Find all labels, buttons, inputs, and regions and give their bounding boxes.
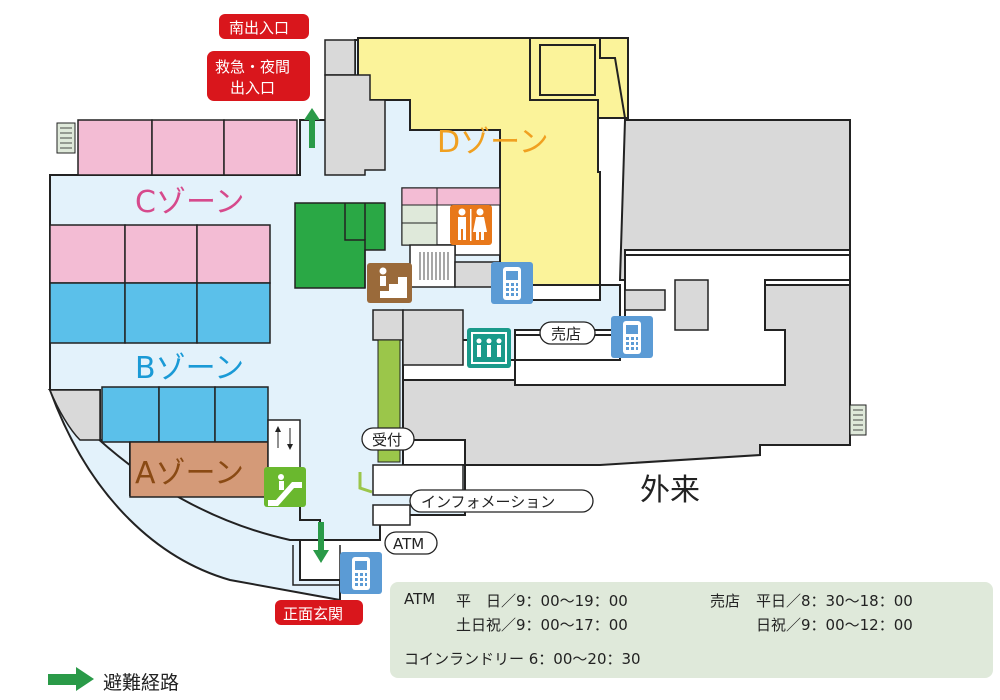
stairs-icon (367, 263, 412, 303)
hours-panel: ATM 平 日／9：00〜19：00 土日祝／9：00〜17：00 売店 平日／… (390, 582, 993, 678)
atm-label: ATM (393, 535, 424, 553)
restroom-icon (450, 205, 492, 245)
south-entrance-label: 南出入口 (229, 19, 289, 37)
information-label: インフォメーション (421, 493, 555, 511)
b-zone-room-6 (214, 386, 269, 443)
shop-hours-label: 売店 (710, 592, 741, 610)
c-zone-room-2 (151, 119, 225, 176)
phone-icon (611, 316, 653, 358)
evacuation-arrow-icon (313, 522, 329, 563)
phone-icon (491, 262, 533, 304)
atm-weekend-hours: 土日祝／9：00〜17：00 (456, 616, 628, 634)
information-pill (409, 489, 594, 513)
outpatient-label: 外来 (640, 473, 700, 508)
c-zone-room-5 (124, 224, 198, 284)
evacuation-arrow-icon (304, 108, 320, 148)
laundry-hours: コインランドリー 6：00〜20：30 (404, 650, 641, 668)
stairs-block (409, 244, 456, 288)
reception-label: 受付 (372, 431, 402, 449)
main-entrance-label: 正面玄関 (283, 605, 343, 623)
south-entrance-badge (219, 14, 309, 39)
corridor-inner-box-2 (624, 289, 666, 311)
a-zone-room (129, 441, 269, 498)
shop-pill (539, 321, 596, 345)
phone-icon (340, 552, 382, 594)
shop-holiday-hours: 日祝／9：00〜12：00 (756, 616, 913, 634)
d-zone-label: Dゾーン (437, 125, 549, 160)
shop-label: 売店 (551, 325, 581, 343)
main-entrance-badge (275, 600, 363, 625)
shop-weekday-hours: 平日／8：30〜18：00 (756, 592, 913, 610)
a-zone-label: Aゾーン (135, 456, 244, 491)
b-zone-room-5 (158, 386, 216, 443)
center-gray-box (372, 309, 404, 341)
c-zone-room-1 (77, 119, 153, 176)
b-zone-room-3 (196, 282, 271, 344)
b-zone-room-2 (124, 282, 198, 344)
emergency-entrance-badge (207, 51, 310, 101)
center-gray-box-2 (402, 309, 464, 366)
gray-curve-block (48, 389, 101, 441)
elevator-icon (467, 328, 511, 368)
gray-block-top (324, 39, 356, 76)
escalator-icon (264, 467, 306, 507)
legend-evacuation-route: 避難経路 (103, 672, 180, 694)
b-zone-label: Bゾーン (135, 351, 244, 386)
reception-pill (361, 427, 415, 451)
gray-block-center (324, 74, 386, 176)
c-zone-room-3 (223, 119, 298, 176)
atm-pill (384, 531, 438, 555)
c-zone-room-4 (49, 224, 126, 284)
emergency-entrance-label-1: 救急・夜間 (215, 58, 290, 76)
c-zone-room-6 (196, 224, 271, 284)
b-zone-room-4 (101, 386, 160, 443)
b-zone-room-1 (49, 282, 126, 344)
d-zone-inner-room-2 (539, 44, 596, 96)
c-zone-label: Cゾーン (135, 185, 244, 220)
legend-evacuation-arrow-icon (48, 667, 94, 691)
corridor-inner-box-1 (674, 279, 709, 331)
atm-weekday-hours: 平 日／9：00〜19：00 (456, 592, 628, 610)
atm-hours-label: ATM (404, 590, 436, 608)
emergency-entrance-label-2: 出入口 (230, 79, 275, 97)
